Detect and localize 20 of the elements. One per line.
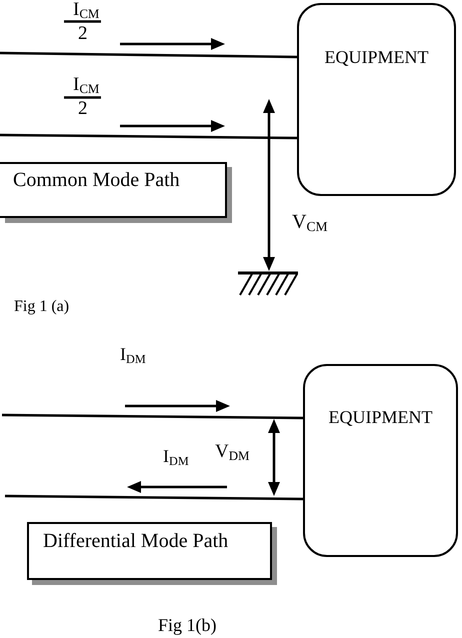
current-label: I$_{CM}$ bbox=[73, 0, 100, 19]
voltage-label: V$_{CM}$ bbox=[292, 212, 328, 232]
path-caption: Differential Mode Path bbox=[43, 530, 230, 553]
equipment-block bbox=[297, 3, 456, 196]
current-label: I$_{DM}$ bbox=[163, 447, 189, 465]
wire-line bbox=[0, 134, 298, 140]
equipment-label: EQUIPMENT bbox=[324, 47, 430, 68]
wire-line bbox=[2, 414, 304, 420]
fraction-denominator: 2 bbox=[78, 99, 88, 118]
voltage-label: V$_{DM}$ bbox=[215, 442, 250, 461]
wire-line bbox=[4, 494, 304, 500]
current-label: I$_{CM}$ bbox=[73, 75, 100, 94]
wire-line bbox=[0, 52, 298, 58]
figure-caption: Fig 1 (a) bbox=[14, 299, 70, 315]
fraction-denominator: 2 bbox=[78, 24, 88, 43]
path-caption: Common Mode Path bbox=[13, 169, 181, 192]
figure-caption: Fig 1(b) bbox=[158, 616, 216, 634]
current-label: I$_{DM}$ bbox=[120, 345, 146, 363]
equipment-label: EQUIPMENT bbox=[328, 407, 434, 428]
equipment-block bbox=[303, 364, 458, 557]
